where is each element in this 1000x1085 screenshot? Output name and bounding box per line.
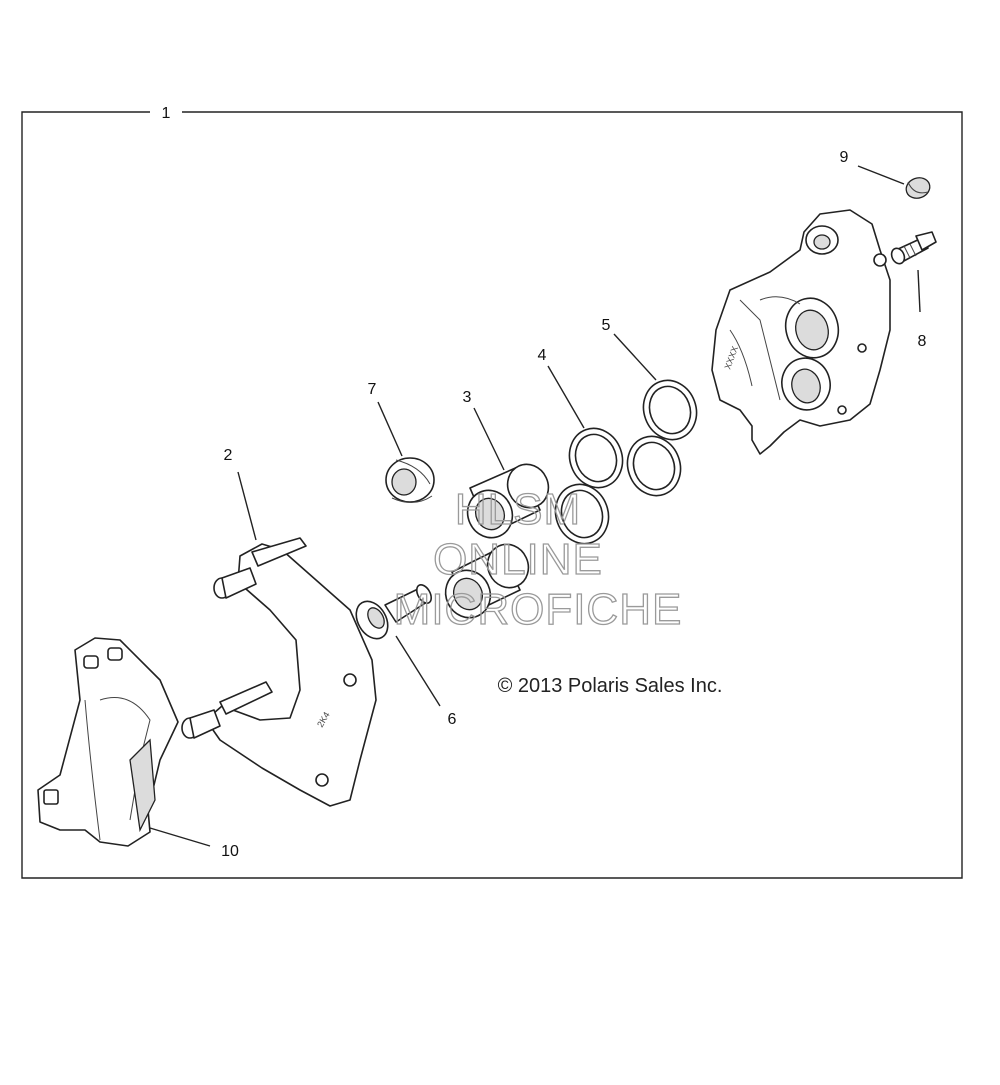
callout-8: 8 <box>918 333 927 350</box>
part-7-dust-boot[interactable] <box>385 457 435 503</box>
part-2-caliper-bracket[interactable]: 2K4 <box>181 537 377 807</box>
part-3-piston-upper[interactable] <box>460 458 556 545</box>
callout-3: 3 <box>463 389 472 406</box>
part-5-seal-lower[interactable] <box>619 429 688 503</box>
part-6-pin-boot[interactable] <box>350 582 434 644</box>
watermark-line-3: MICROFICHE <box>394 585 683 634</box>
leader-8 <box>917 269 921 313</box>
callout-5: 5 <box>602 317 611 334</box>
watermark-line-1: HLSM <box>455 485 581 534</box>
callout-6: 6 <box>448 711 457 728</box>
part-3-piston-lower[interactable] <box>438 538 536 625</box>
assembly-frame: 1 <box>21 105 963 879</box>
part-9-bleeder-cap[interactable] <box>903 174 932 201</box>
part-4-seal-upper[interactable] <box>561 421 630 495</box>
leader-2 <box>237 471 257 541</box>
watermark: HLSM ONLINE MICROFICHE <box>393 484 683 634</box>
callout-7: 7 <box>368 381 377 398</box>
leader-6 <box>395 635 441 707</box>
callout-2: 2 <box>224 447 233 464</box>
callout-1: 1 <box>162 105 171 122</box>
leader-4 <box>547 365 585 429</box>
callout-9: 9 <box>840 149 849 166</box>
caliper-housing[interactable]: XXXX <box>711 209 891 455</box>
leader-7 <box>377 401 403 457</box>
callout-4: 4 <box>538 347 547 364</box>
callout-10: 10 <box>221 843 239 860</box>
leader-3 <box>473 407 505 471</box>
part-4-seal-lower[interactable] <box>547 477 616 551</box>
copyright-notice: © 2013 Polaris Sales Inc. <box>498 675 723 697</box>
leader-5 <box>613 333 657 381</box>
leader-9 <box>857 165 905 185</box>
part-8-bleeder-screw[interactable] <box>889 231 937 266</box>
part-10-brake-pad[interactable] <box>37 637 179 847</box>
leader-10 <box>149 827 211 847</box>
part-5-seal-upper[interactable] <box>635 373 704 447</box>
watermark-line-2: ONLINE <box>433 535 603 584</box>
